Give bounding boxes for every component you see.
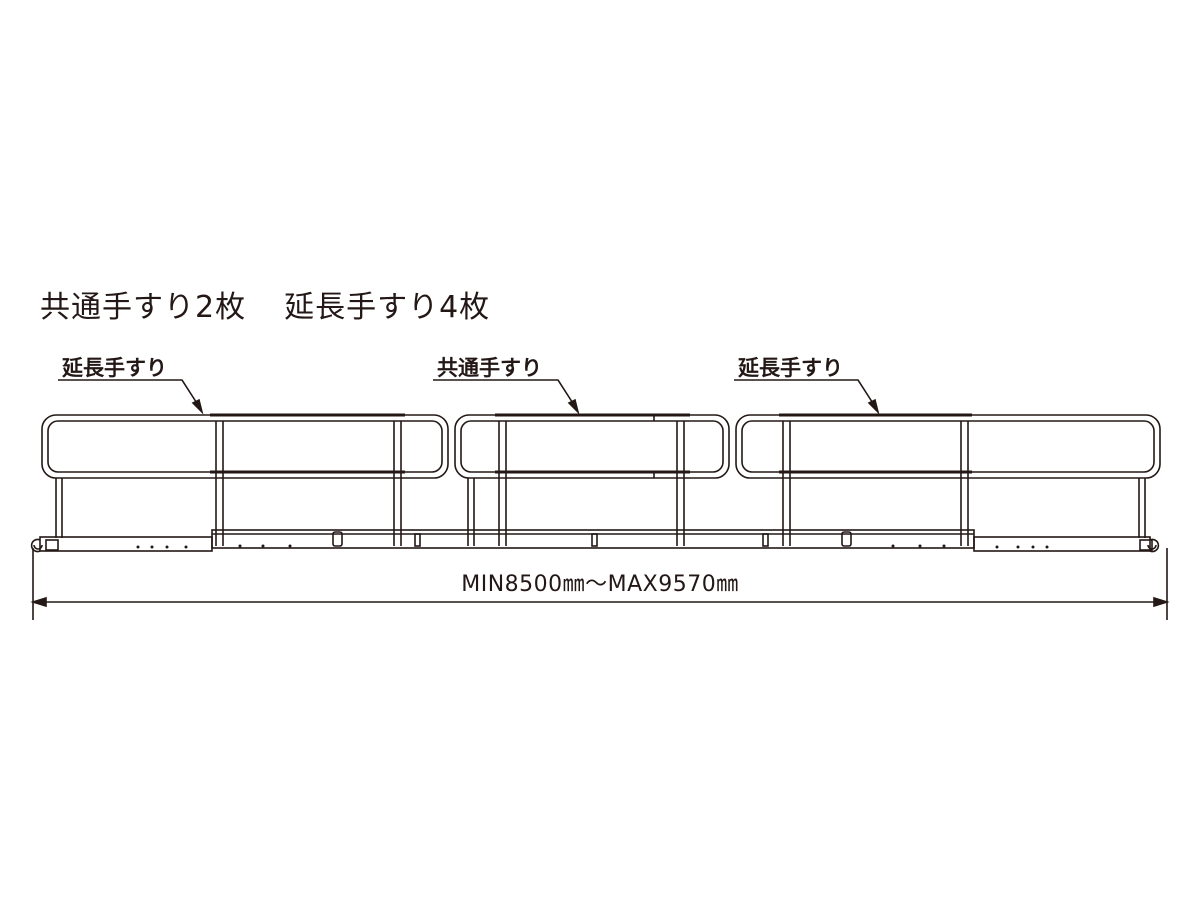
leader-arrowhead-common xyxy=(567,398,580,415)
ramp-extension-right xyxy=(973,536,1151,552)
leader-arrowhead-left xyxy=(191,398,204,415)
callout-extension-right: 延長手すり xyxy=(738,356,843,380)
dimension-label: MIN8500㎜～MAX9570㎜ xyxy=(461,572,739,597)
handrail-right xyxy=(735,413,1161,546)
leader-arrowhead-right xyxy=(867,398,880,415)
rail-loop-left-inner xyxy=(47,420,443,473)
dimension-arrowhead-right xyxy=(1153,596,1170,608)
end-hinge-left xyxy=(30,538,43,553)
leader-extension-left xyxy=(58,379,201,409)
handrail-left xyxy=(41,413,449,546)
dimension-line xyxy=(30,548,1170,620)
callout-extension-left: 延長手すり xyxy=(62,356,167,380)
callout-common: 共通手すり xyxy=(437,356,542,380)
rail-loop-middle-outer xyxy=(454,414,730,479)
dimension-arrowhead-left xyxy=(30,596,47,608)
heading-common-count: 共通手すり2枚 xyxy=(40,290,247,325)
handrail-middle xyxy=(454,413,730,546)
rivet-dots xyxy=(136,544,1049,549)
diagram-heading: 共通手すり2枚 延長手すり4枚 xyxy=(40,282,490,326)
ramp-extension-left xyxy=(39,536,213,552)
rail-loop-right-outer xyxy=(735,414,1161,479)
leader-common xyxy=(433,379,577,409)
heading-extension-count: 延長手すり4枚 xyxy=(284,290,491,325)
leader-extension-right xyxy=(734,379,877,409)
callout-leaders xyxy=(58,379,880,415)
ramp-base xyxy=(30,529,1160,553)
rail-loop-right-inner xyxy=(741,420,1155,473)
rail-loop-left-outer xyxy=(41,414,449,479)
